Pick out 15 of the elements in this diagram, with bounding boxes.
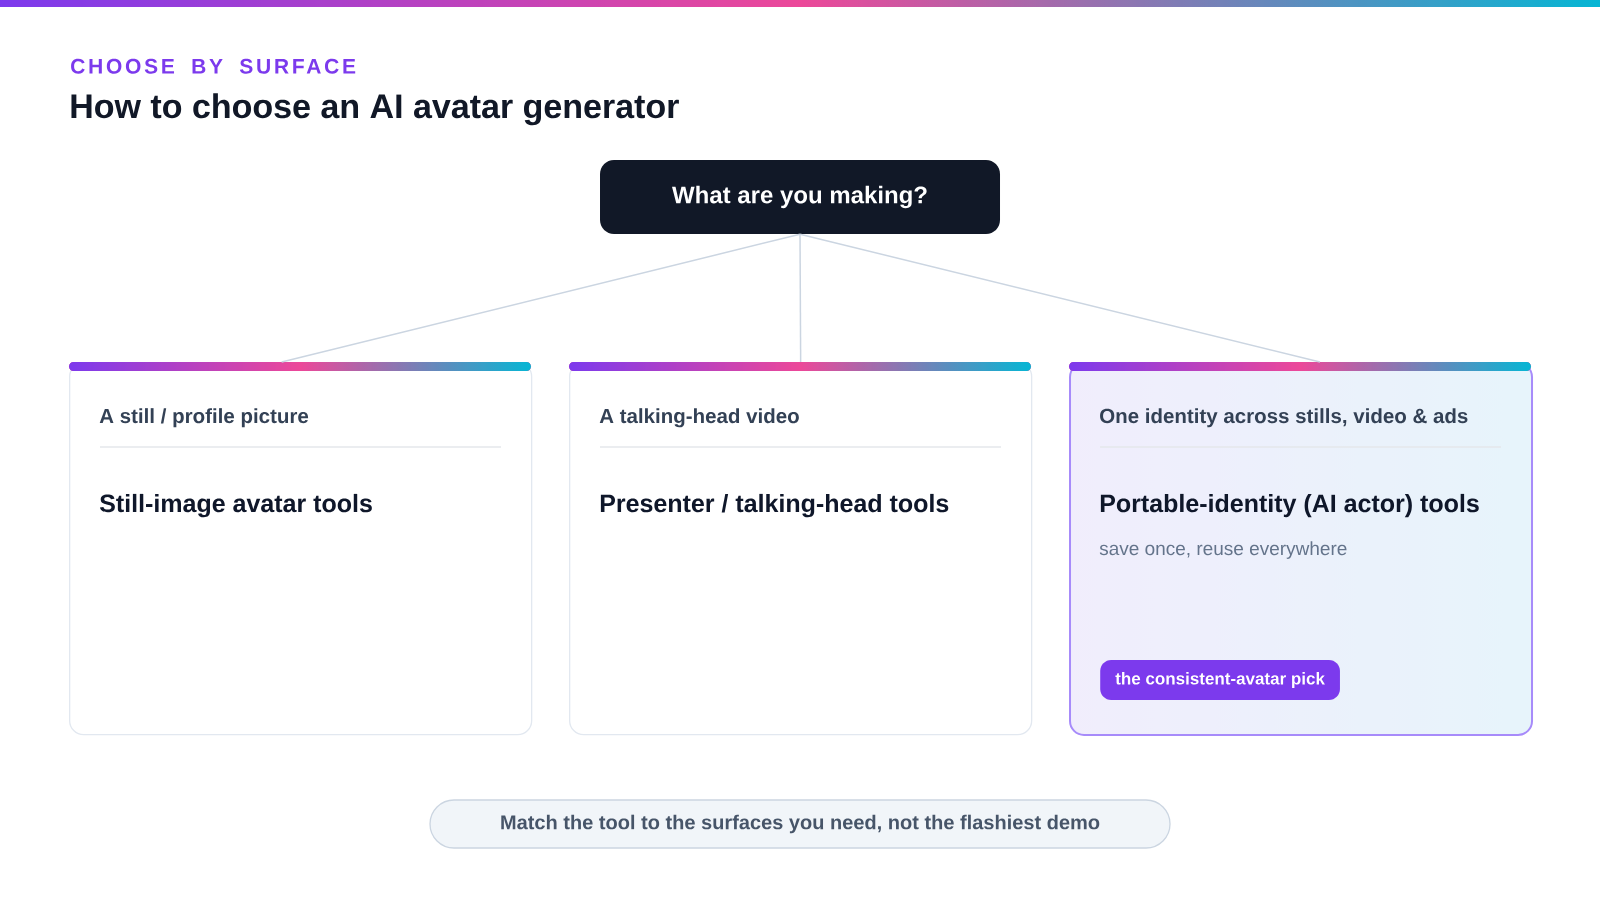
card-heading: A talking-head video [599,408,799,428]
card-subtitle: save once, reuse everywhere [1099,541,1347,559]
badge: the consistent-avatar pick [1100,660,1340,700]
connector-line [280,233,801,363]
card-heading: A still / profile picture [99,408,309,428]
connector-line [799,233,802,363]
connector-line [799,233,1321,363]
card-title: Presenter / talking-head tools [600,493,949,518]
question-box: What are you making? [600,160,1000,234]
eyebrow-label: CHOOSE BY SURFACE [71,58,356,74]
title: How to choose an AI avatar generator [71,93,679,126]
card-title: Portable-identity (AI actor) tools [1100,493,1479,518]
card-title: Still-image avatar tools [99,493,372,518]
note-pill: Match the tool to the surfaces you need, not the flashiest demo [429,799,1171,849]
card-heading: One identity across stills, video & ads [1100,408,1468,428]
